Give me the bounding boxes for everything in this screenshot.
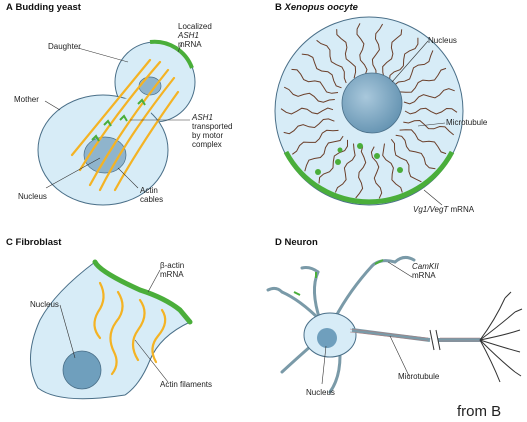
label-transport-line3: by motor xyxy=(192,131,232,140)
oocyte-nucleus xyxy=(342,73,402,133)
label-microtubule-b: Microtubule xyxy=(446,118,487,127)
axon-break xyxy=(430,330,440,350)
label-microtubule-d: Microtubule xyxy=(398,372,439,381)
label-nucleus-b: Nucleus xyxy=(428,36,457,45)
panel-b-letter: B xyxy=(275,2,282,13)
label-daughter: Daughter xyxy=(48,42,81,51)
label-nucleus-a: Nucleus xyxy=(18,192,47,201)
panel-c-title: C Fibroblast xyxy=(6,237,61,248)
panel-d-letter: D xyxy=(275,237,282,248)
label-camkii: CamKII mRNA xyxy=(412,262,439,280)
neuron-nucleus xyxy=(317,328,337,348)
label-actin-filaments: Actin filaments xyxy=(160,380,212,389)
panel-a-diagram xyxy=(38,42,195,205)
label-actin-line2: cables xyxy=(140,195,163,204)
label-ash1-transport: ASH1 transported by motor complex xyxy=(192,113,232,149)
panel-d-title: D Neuron xyxy=(275,237,318,248)
panel-d-title-text: Neuron xyxy=(285,237,318,248)
panel-a-letter: A xyxy=(6,2,13,13)
label-beta-actin: β-actin mRNA xyxy=(160,261,184,279)
fibroblast-nucleus xyxy=(63,351,101,389)
label-transport-line2: transported xyxy=(192,122,232,131)
panel-c-title-text: Fibroblast xyxy=(16,237,62,248)
bud-neck xyxy=(111,98,151,126)
label-localized-line3: mRNA xyxy=(178,40,212,49)
label-localized: Localized ASH1 mRNA xyxy=(178,22,212,49)
panel-c-diagram xyxy=(30,262,190,399)
label-nucleus-d: Nucleus xyxy=(306,388,335,397)
panel-a-title-text: Budding yeast xyxy=(16,2,81,13)
label-localized-line2: ASH1 xyxy=(178,31,212,40)
credit-text: from B xyxy=(457,403,501,420)
label-vg1-vegt-name: Vg1/VegT xyxy=(413,205,448,214)
label-bactin-line2: mRNA xyxy=(160,270,184,279)
label-nucleus-c: Nucleus xyxy=(30,300,59,309)
panel-d-diagram xyxy=(268,257,522,392)
label-camkii-line1: CamKII xyxy=(412,262,439,271)
label-transport-line1: ASH1 xyxy=(192,113,232,122)
fibroblast-cell xyxy=(30,262,190,399)
label-transport-line4: complex xyxy=(192,140,232,149)
label-localized-line1: Localized xyxy=(178,22,212,31)
panel-c-letter: C xyxy=(6,237,13,248)
camkii-mrna-dendrites xyxy=(294,260,383,295)
label-actin-line1: Actin xyxy=(140,186,163,195)
label-mother: Mother xyxy=(14,95,39,104)
label-bactin-line1: β-actin xyxy=(160,261,184,270)
panel-b-title-text: Xenopus oocyte xyxy=(285,2,358,13)
axon-terminal xyxy=(480,292,522,382)
label-vg1-vegt-mrna: Vg1/VegT mRNA xyxy=(413,205,474,214)
label-camkii-line2: mRNA xyxy=(412,271,439,280)
label-actin-cables: Actin cables xyxy=(140,186,163,204)
panel-b-diagram xyxy=(275,17,463,205)
label-vg1-vegt-suffix: mRNA xyxy=(451,205,475,214)
panel-a-title: A Budding yeast xyxy=(6,2,81,13)
panel-b-title: B Xenopus oocyte xyxy=(275,2,358,13)
